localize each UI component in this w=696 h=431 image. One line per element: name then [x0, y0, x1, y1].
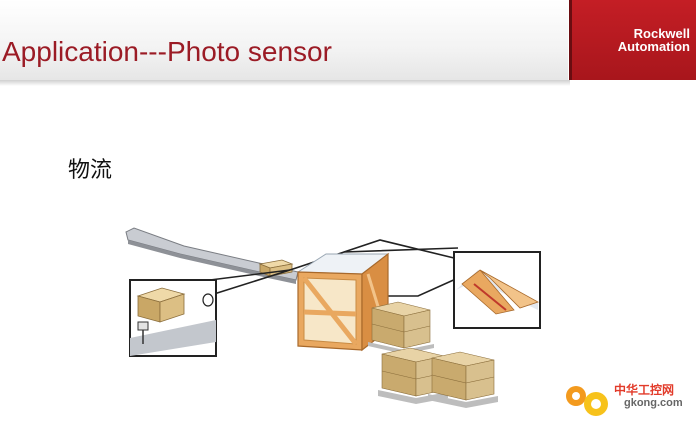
header-shadow [0, 80, 570, 86]
carton-on-belt [258, 259, 294, 277]
watermark-domain: gkong.com [624, 397, 683, 409]
conveyor-illustration [125, 227, 541, 408]
pallet-boxes-icon [368, 301, 498, 408]
slide-subtitle: 物流 [68, 158, 113, 183]
rockwell-logo: Rockwell Automation [569, 0, 696, 80]
photo-sensor-inset [129, 279, 217, 357]
crate-corner-inset [453, 251, 541, 329]
crate-icon [296, 252, 390, 352]
slide-header: Application---Photo sensor Rockwell Auto… [0, 0, 696, 86]
logo-line-1: Rockwell [633, 26, 690, 41]
slide-title: Application---Photo sensor [2, 36, 332, 67]
watermark-name: 中华工控网 [614, 383, 675, 397]
photo-sensor-icon [137, 321, 149, 344]
conveyor-belt [125, 227, 299, 284]
gear-icon [566, 386, 608, 416]
gkong-watermark [566, 386, 608, 416]
header-band [0, 0, 568, 80]
logo-line-2: Automation [617, 39, 690, 54]
